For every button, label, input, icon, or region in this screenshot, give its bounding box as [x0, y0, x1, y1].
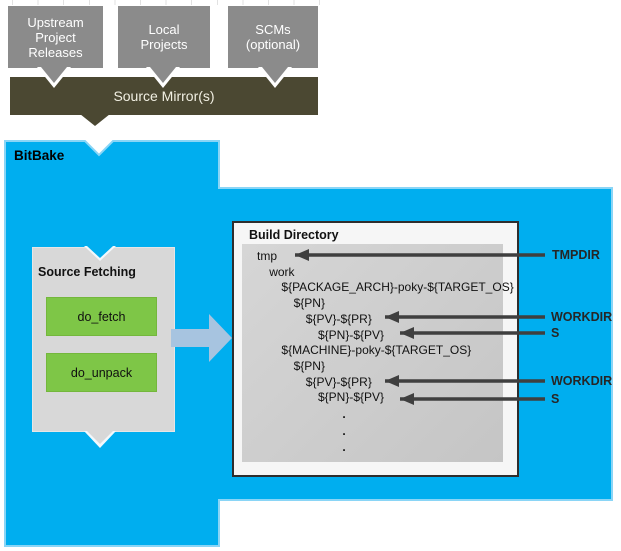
tree-line: ${PV}-${PR}	[305, 374, 372, 389]
tree-line: ${PN}	[293, 296, 325, 311]
tree-line: .	[342, 407, 346, 422]
s-label-2: S	[551, 392, 560, 406]
build-directory-title: Build Directory	[249, 228, 339, 242]
do-unpack-task-box: do_unpack	[46, 353, 157, 392]
tree-line: ${PACKAGE_ARCH}-poky-${TARGET_OS}	[281, 280, 514, 295]
tree-line: ${MACHINE}-poky-${TARGET_OS}	[281, 343, 472, 358]
local-projects-box: Local Projects	[118, 6, 210, 68]
directory-tree-panel: tmp work ${PACKAGE_ARCH}-poky-${TARGET_O…	[242, 244, 514, 462]
source-mirrors-notch	[80, 114, 110, 126]
scms-optional-box: SCMs (optional)	[228, 6, 318, 68]
workdir-label-2: WORKDIR	[551, 374, 613, 388]
tree-line: work	[269, 264, 295, 279]
s-label-1: S	[551, 326, 560, 340]
tree-line: ${PN}	[293, 358, 325, 373]
tmpdir-label: TMPDIR	[552, 248, 600, 262]
source-fetching-title: Source Fetching	[38, 265, 136, 279]
tree-line: .	[342, 440, 346, 455]
workdir-label-1: WORKDIR	[551, 310, 613, 324]
tree-line: .	[342, 423, 346, 438]
tree-line: tmp	[257, 249, 278, 263]
flow-arrow-shaft	[171, 329, 209, 347]
tree-line: ${PN}-${PV}	[318, 390, 385, 405]
connector-notch	[41, 67, 67, 83]
fetch-top-notch	[87, 246, 113, 258]
connector-notch	[150, 67, 176, 83]
fetch-bottom-notch	[87, 431, 113, 444]
flow-arrow-head-icon	[209, 314, 232, 362]
connector-notch	[262, 67, 288, 83]
bitbake-region-label: BitBake	[14, 148, 65, 163]
upstream-project-releases-box: Upstream Project Releases	[8, 6, 103, 68]
do-fetch-task-box: do_fetch	[46, 297, 157, 336]
tree-line: ${PV}-${PR}	[305, 311, 372, 326]
ruler-ticks	[12, 0, 332, 5]
tree-line: ${PN}-${PV}	[318, 327, 385, 342]
